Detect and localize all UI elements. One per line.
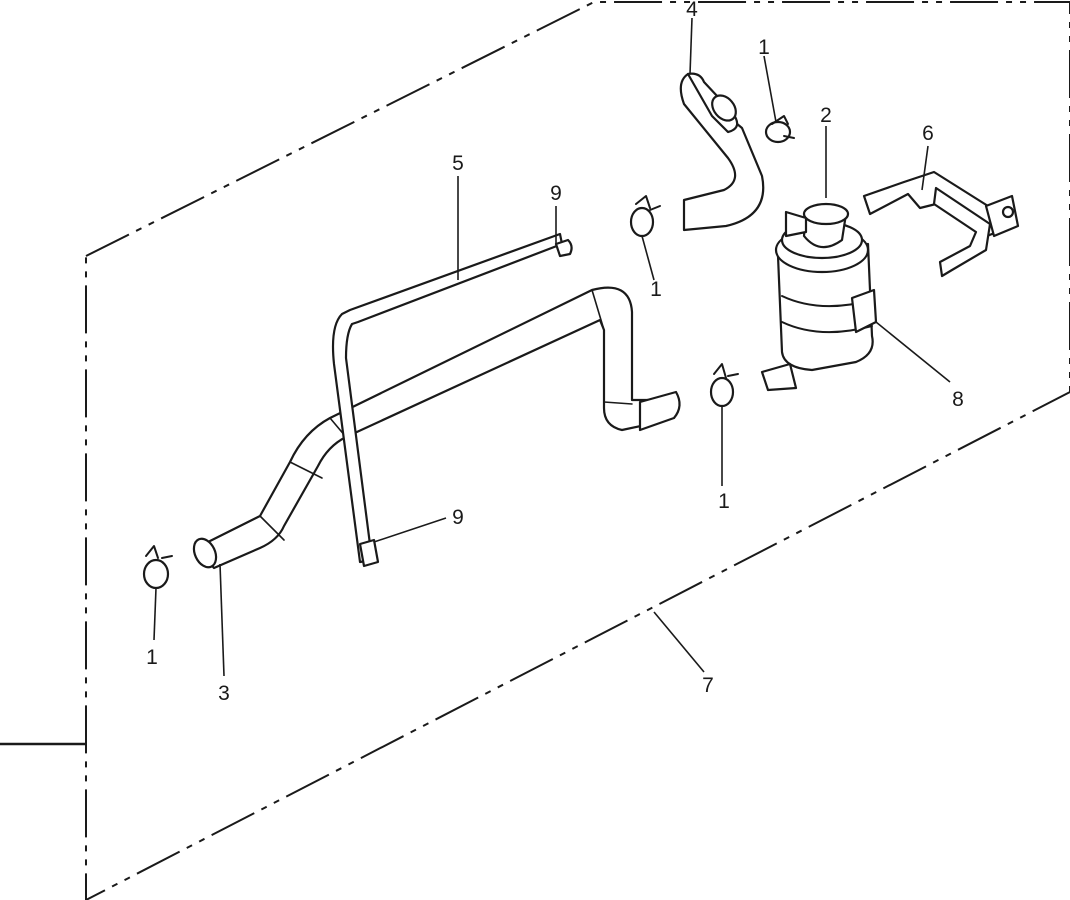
clamp-left (142, 545, 173, 590)
upper-hose (679, 72, 765, 232)
callout-separator: 2 (820, 104, 832, 127)
clamp-lower-right (709, 363, 739, 408)
callout-fitting-top: 9 (550, 182, 562, 205)
callout-upper-hose: 4 (686, 0, 698, 21)
vent-tube-body (331, 232, 564, 564)
lower-hose-end (192, 537, 218, 569)
callout-fitting-bottom: 9 (452, 506, 464, 529)
callout-clamp-middle: 1 (650, 278, 662, 301)
callout-clamp-left: 1 (146, 646, 158, 669)
lower-hose-body (194, 286, 652, 570)
callout-kit: 7 (702, 674, 714, 697)
callout-vent-tube: 5 (452, 152, 464, 175)
vent-tube (331, 232, 573, 568)
separator (760, 202, 878, 392)
lower-hose (192, 286, 681, 570)
upper-hose-body (679, 72, 765, 232)
callout-clamp-lower-right: 1 (718, 490, 730, 513)
callout-strap: 8 (952, 388, 964, 411)
callout-clamp-upper-right: 1 (758, 36, 770, 59)
kit-boundary (85, 1, 1070, 900)
callout-bracket: 6 (922, 122, 934, 145)
clamp-middle (629, 195, 661, 238)
bracket (862, 170, 1020, 278)
callout-lower-hose: 3 (218, 682, 230, 705)
clamp-upper-right (764, 115, 795, 144)
